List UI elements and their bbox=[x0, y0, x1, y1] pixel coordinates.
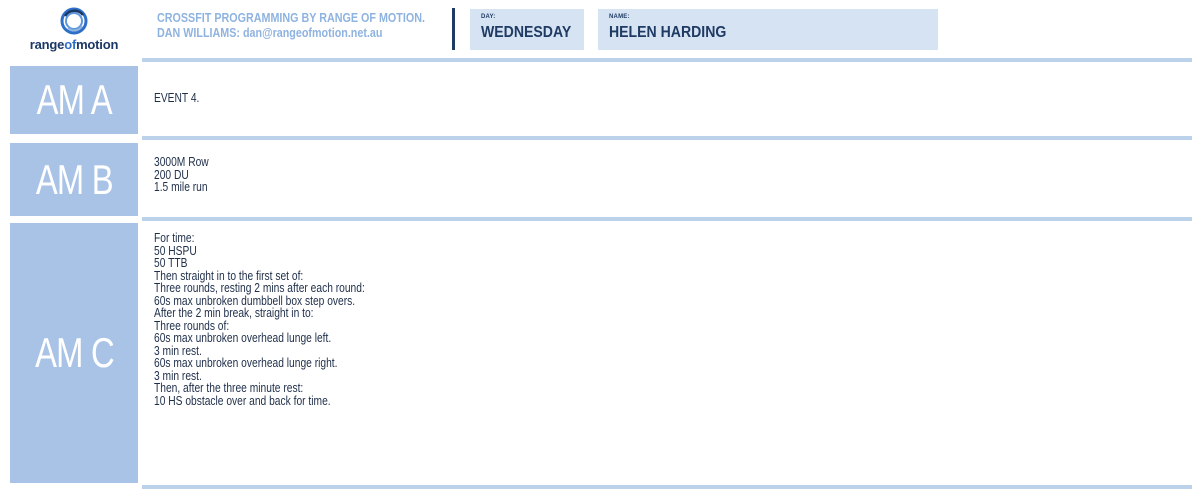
workout-line: Three rounds of: bbox=[154, 318, 230, 333]
day-field: DAY: WEDNESDAY bbox=[470, 9, 584, 50]
workout-line: Then straight in to the first set of: bbox=[154, 268, 304, 283]
brand-block: CROSSFIT PROGRAMMING BY RANGE OF MOTION.… bbox=[157, 11, 457, 41]
name-label: NAME: bbox=[609, 14, 630, 20]
section-am-a: AM A EVENT 4. bbox=[0, 66, 1200, 134]
workout-line: 10 HS obstacle over and back for time. bbox=[154, 393, 331, 408]
section-label: AM C bbox=[10, 223, 138, 483]
workout-line: For time: bbox=[154, 231, 195, 245]
logo-wordmark: rangeofmotion bbox=[29, 37, 119, 52]
divider-rule bbox=[142, 136, 1192, 140]
coach-contact: DAN WILLIAMS: dan@rangeofmotion.net.au bbox=[157, 26, 383, 40]
header-divider bbox=[452, 8, 455, 50]
section-label: AM A bbox=[10, 66, 138, 134]
day-label: DAY: bbox=[481, 14, 496, 20]
swirl-logo-icon bbox=[60, 7, 88, 35]
range-of-motion-logo: rangeofmotion bbox=[10, 6, 138, 56]
workout-line: 50 TTB bbox=[154, 256, 188, 270]
workout-line: 1.5 mile run bbox=[154, 180, 208, 194]
divider-rule bbox=[142, 58, 1192, 62]
section-content: EVENT 4. bbox=[154, 66, 1200, 134]
section-label: AM B bbox=[10, 143, 138, 216]
workout-line: 3 min rest. bbox=[154, 368, 202, 383]
workout-line: 50 HSPU bbox=[154, 243, 197, 258]
divider-rule bbox=[142, 217, 1192, 221]
name-value: HELEN HARDING bbox=[609, 24, 727, 41]
brand-title: CROSSFIT PROGRAMMING BY RANGE OF MOTION. bbox=[157, 11, 425, 25]
divider-rule bbox=[142, 485, 1192, 489]
workout-line: EVENT 4. bbox=[154, 91, 200, 105]
day-value: WEDNESDAY bbox=[481, 24, 572, 41]
section-am-b: AM B 3000M Row 200 DU 1.5 mile run bbox=[0, 143, 1200, 216]
workout-line: 200 DU bbox=[154, 167, 189, 182]
workout-line: 3000M Row bbox=[154, 155, 209, 169]
workout-line: 60s max unbroken overhead lunge right. bbox=[154, 356, 338, 370]
workout-line: 60s max unbroken overhead lunge left. bbox=[154, 331, 332, 345]
workout-line: Then, after the three minute rest: bbox=[154, 381, 304, 395]
section-am-c: AM C For time: 50 HSPU 50 TTB Then strai… bbox=[0, 223, 1200, 483]
section-content: For time: 50 HSPU 50 TTB Then straight i… bbox=[154, 223, 1200, 483]
name-field: NAME: HELEN HARDING bbox=[598, 9, 938, 50]
page-header: rangeofmotion CROSSFIT PROGRAMMING BY RA… bbox=[0, 0, 1200, 60]
workout-line: After the 2 min break, straight in to: bbox=[154, 306, 314, 320]
workout-line: 3 min rest. bbox=[154, 343, 202, 358]
workout-line: 60s max unbroken dumbbell box step overs… bbox=[154, 293, 356, 308]
workout-line: Three rounds, resting 2 mins after each … bbox=[154, 281, 365, 295]
section-content: 3000M Row 200 DU 1.5 mile run bbox=[154, 143, 1200, 216]
